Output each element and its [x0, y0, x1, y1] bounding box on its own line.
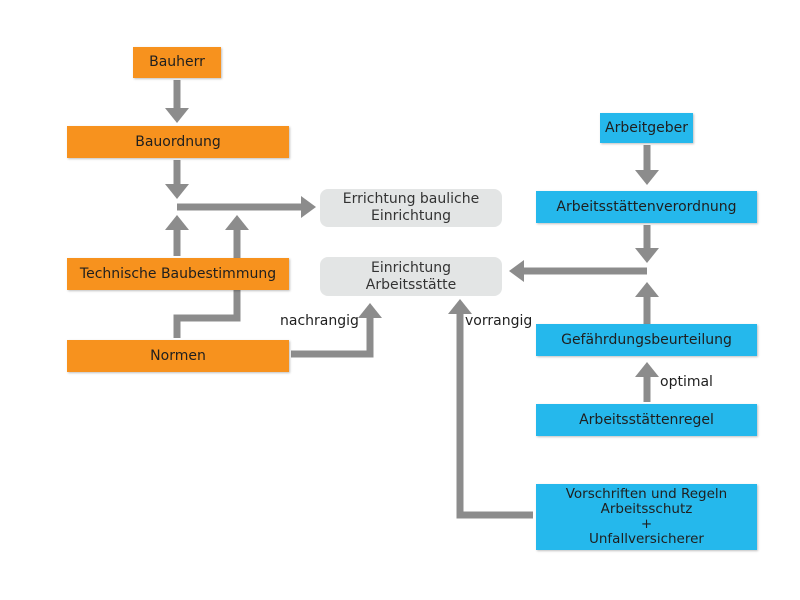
- node-bauordnung: Bauordnung: [67, 126, 289, 158]
- arrowhead: [165, 108, 189, 123]
- arrow-vorschriften-to-einrichtung: [456, 312, 533, 519]
- arrowhead: [225, 215, 249, 230]
- arrowhead: [635, 362, 659, 377]
- node-einrichtung-arbeitsstaette: Einrichtung Arbeitsstätte: [320, 257, 502, 296]
- arrowhead: [448, 299, 472, 314]
- arrowhead: [635, 170, 659, 185]
- node-arbeitgeber: Arbeitgeber: [600, 113, 693, 143]
- node-bauherr: Bauherr: [133, 47, 221, 78]
- node-vorschriften-arbeitsschutz: Vorschriften und Regeln Arbeitsschutz + …: [536, 484, 757, 550]
- arrowhead: [509, 260, 524, 282]
- arrow-normen-to-einrichtung: [291, 317, 374, 358]
- node-arbeitsstaettenregel: Arbeitsstättenregel: [536, 404, 757, 436]
- node-technische-baubestimmung: Technische Baubestimmung: [67, 258, 289, 290]
- node-errichtung-bauliche-einrichtung: Errichtung bauliche Einrichtung: [320, 189, 502, 227]
- arrowhead: [165, 184, 189, 199]
- arrowhead: [358, 303, 382, 318]
- arrowhead: [635, 282, 659, 297]
- edge-label-vorrangig: vorrangig: [465, 313, 533, 329]
- arrowhead: [301, 196, 316, 218]
- edge-label-nachrangig: nachrangig: [280, 313, 359, 329]
- edge-label-optimal: optimal: [660, 374, 713, 390]
- node-normen: Normen: [67, 340, 289, 372]
- node-gefaehrdungsbeurteilung: Gefährdungsbeurteilung: [536, 324, 757, 356]
- arrowhead: [635, 248, 659, 263]
- arrowhead: [165, 215, 189, 230]
- node-arbeitsstaettenverordnung: Arbeitsstättenverordnung: [536, 191, 757, 223]
